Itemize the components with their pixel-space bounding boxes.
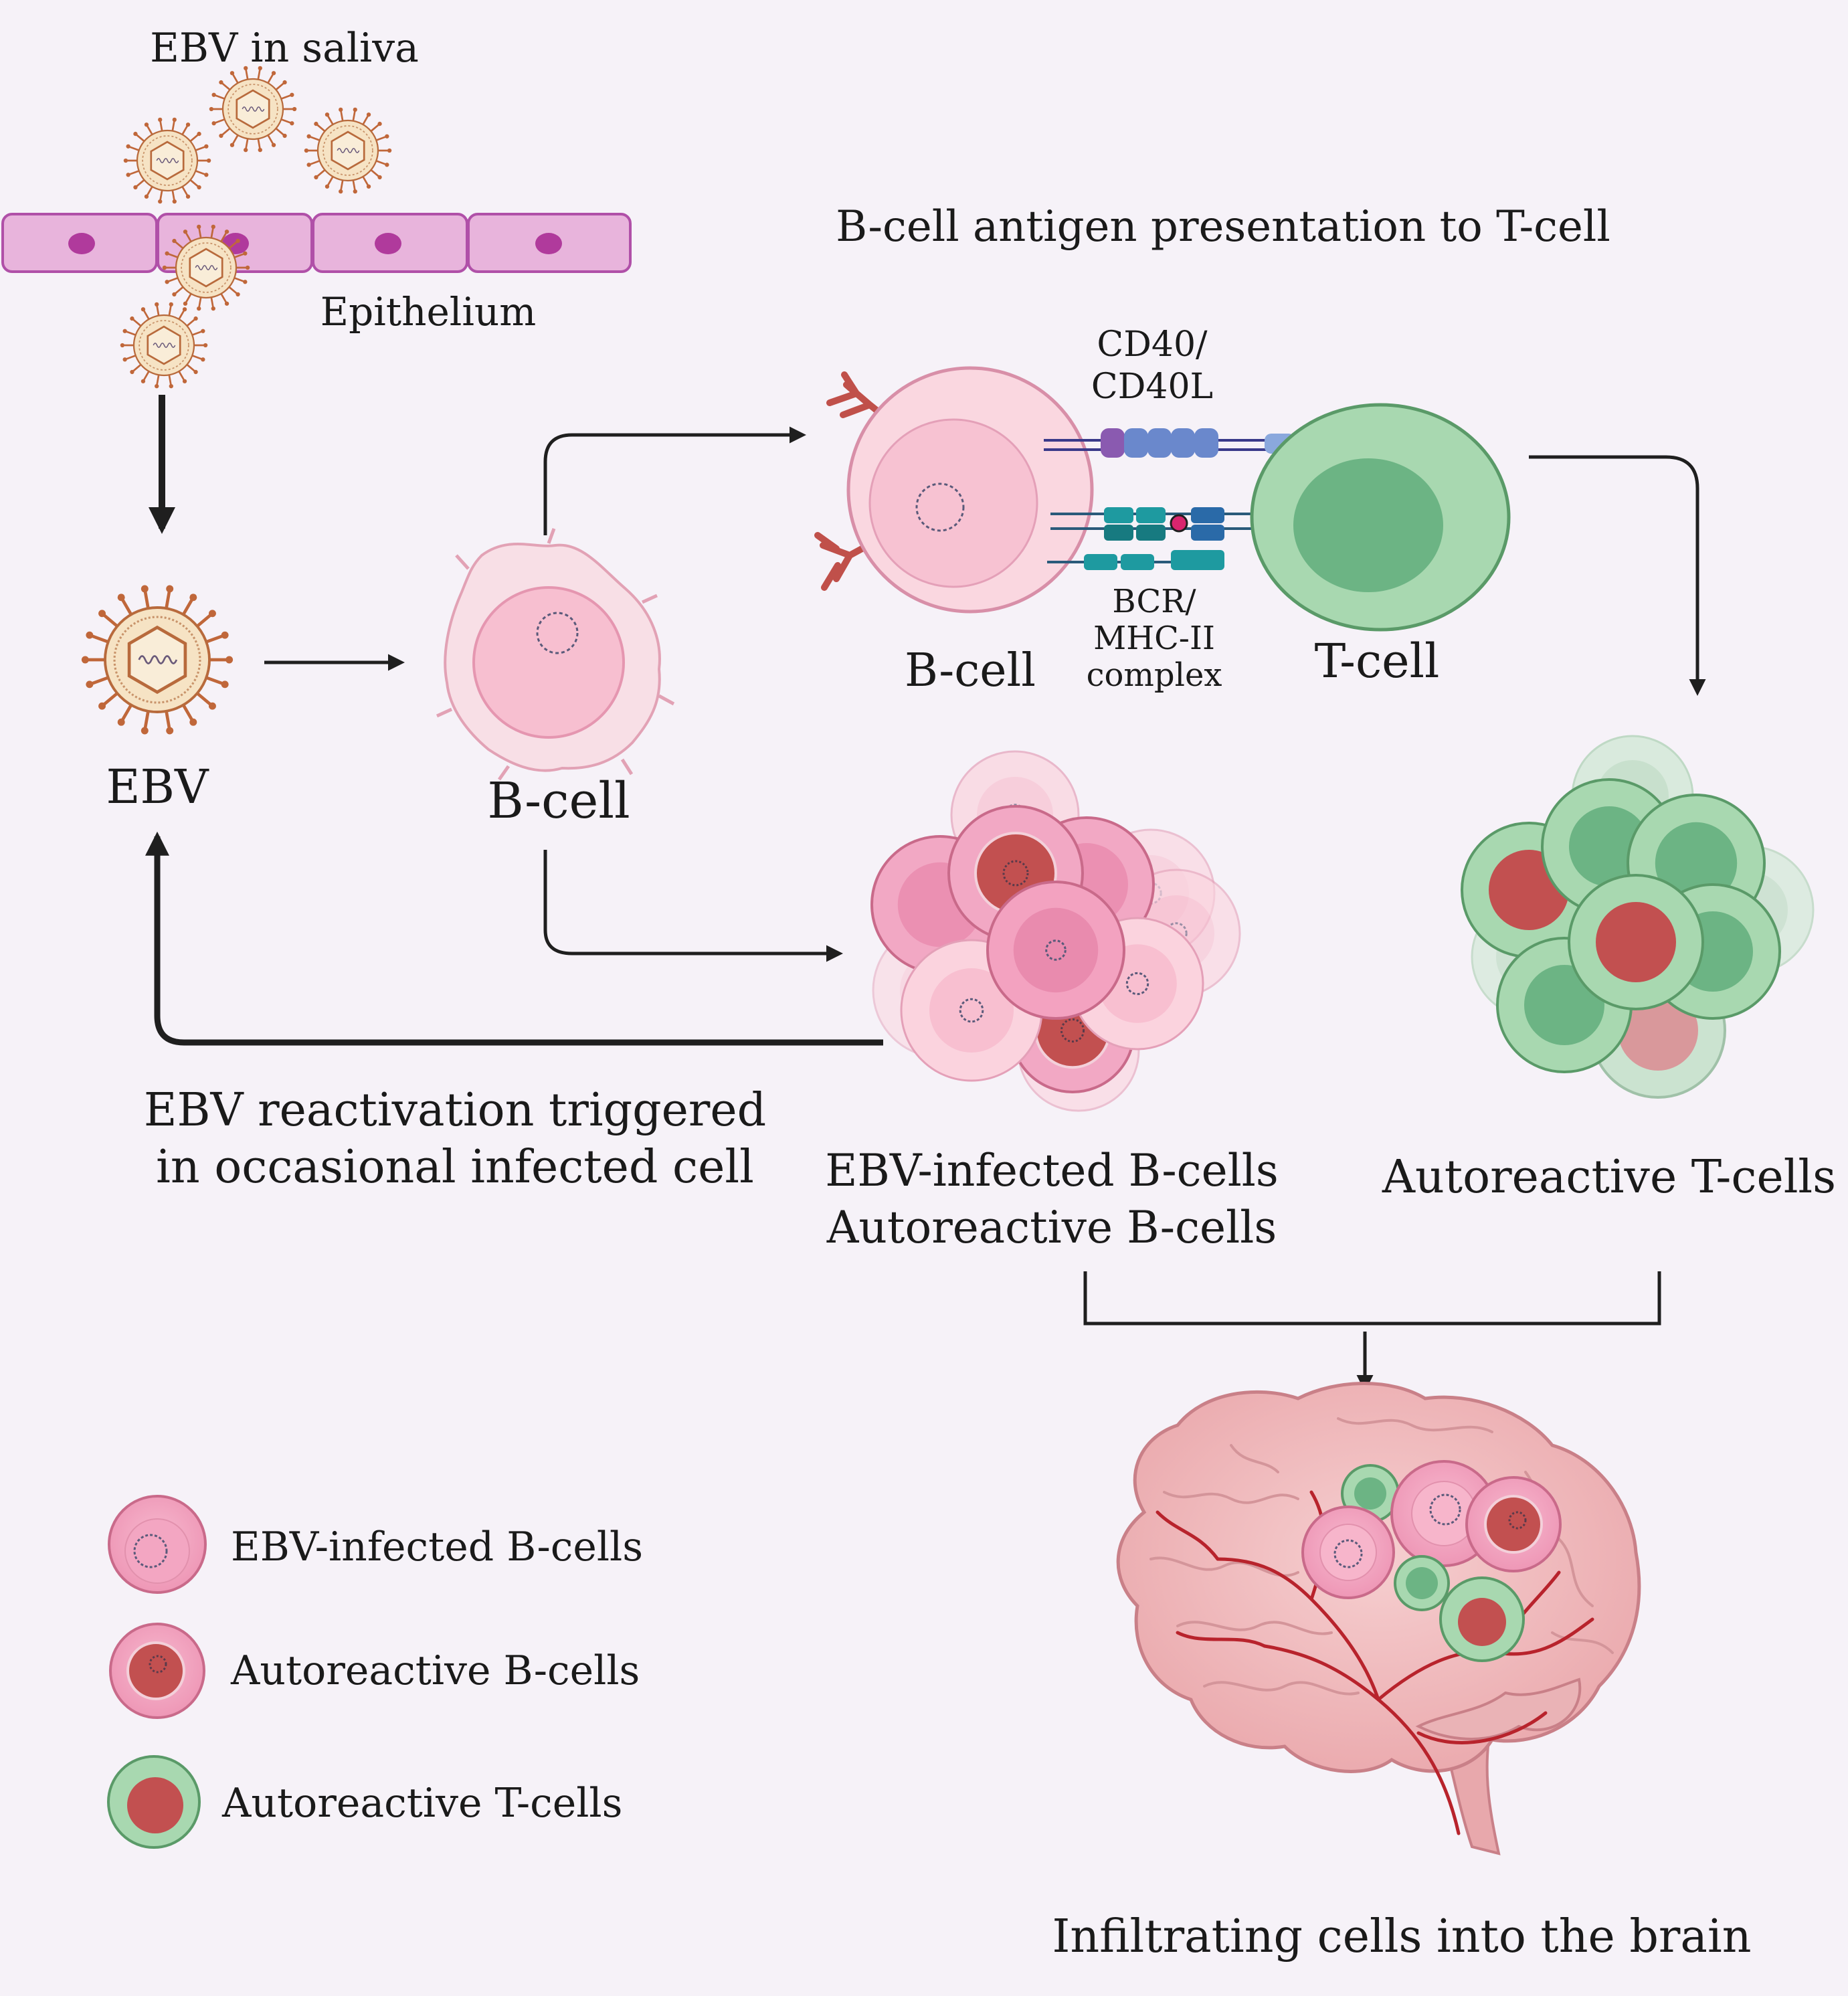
bcr-mhc-ii-complex-icon [1047, 507, 1258, 570]
brain-icon [1116, 1382, 1641, 1855]
ebv-virus-icon [120, 302, 208, 389]
tcell-label: T-cell [1315, 634, 1440, 689]
ebv-virus-icon [162, 224, 250, 311]
cd40-cd40l-complex-icon [1044, 428, 1295, 458]
arrow-bcell-to-cluster [543, 850, 843, 962]
apc-bcell-icon [846, 366, 1094, 614]
merge-bracket [1083, 1271, 1661, 1326]
tcell-icon [1250, 403, 1511, 632]
naive-bcell-label: B-cell [487, 772, 630, 830]
presentation-title: B-cell antigen presentation to T-cell [836, 202, 1610, 252]
reactivation-label-line2: in occasional infected cell [156, 1141, 754, 1194]
ebv-virus-icon [123, 117, 211, 204]
bcluster-label-line2: Autoreactive B-cells [826, 1202, 1277, 1253]
ebv-virus-particles [120, 66, 392, 389]
reactivation-label-line1: EBV reactivation triggered [144, 1084, 766, 1137]
legend-label-0: EBV-infected B-cells [231, 1524, 643, 1570]
ebv-in-saliva-label: EBV in saliva [150, 25, 419, 72]
epithelium-label: Epithelium [320, 289, 536, 335]
bcr-label-line2: MHC-II [1093, 620, 1215, 657]
bcell-cluster-icon [870, 750, 1241, 1112]
bcluster-label-line1: EBV-infected B-cells [825, 1145, 1279, 1196]
brain-caption: Infiltrating cells into the brain [1052, 1910, 1751, 1963]
legend-label-1: Autoreactive B-cells [230, 1647, 640, 1694]
ebv-virus-icon [209, 66, 297, 153]
ebv-virus-icon [304, 107, 392, 194]
arrow-tcell-to-cluster [1529, 455, 1706, 696]
cd40-label-line1: CD40/ [1097, 325, 1208, 365]
cd40-label-line2: CD40L [1091, 367, 1213, 407]
ebv-label: EBV [106, 759, 209, 814]
arrow-bcell-to-presentation [543, 426, 806, 535]
autoreactive-tcell-icon [107, 1755, 201, 1849]
autoreactive-bcell-icon [109, 1623, 205, 1719]
legend-label-2: Autoreactive T-cells [221, 1780, 622, 1827]
bcr-label-line1: BCR/ [1112, 583, 1196, 620]
ebv-infected-bcell-icon [108, 1495, 207, 1594]
naive-bcell-icon [436, 528, 675, 781]
apc-bcell-label: B-cell [905, 644, 1036, 697]
ebv-virus-icon [81, 585, 234, 735]
legend: EBV-infected B-cells Autoreactive B-cell… [107, 1495, 643, 1849]
reactivation-arrow [145, 831, 883, 1046]
bcr-label-line3: complex [1087, 656, 1222, 694]
epithelium-layer [1, 213, 632, 273]
tcluster-label: Autoreactive T-cells [1382, 1151, 1836, 1204]
tcell-cluster-icon [1461, 735, 1815, 1099]
ebv-virus-icon [81, 585, 234, 735]
